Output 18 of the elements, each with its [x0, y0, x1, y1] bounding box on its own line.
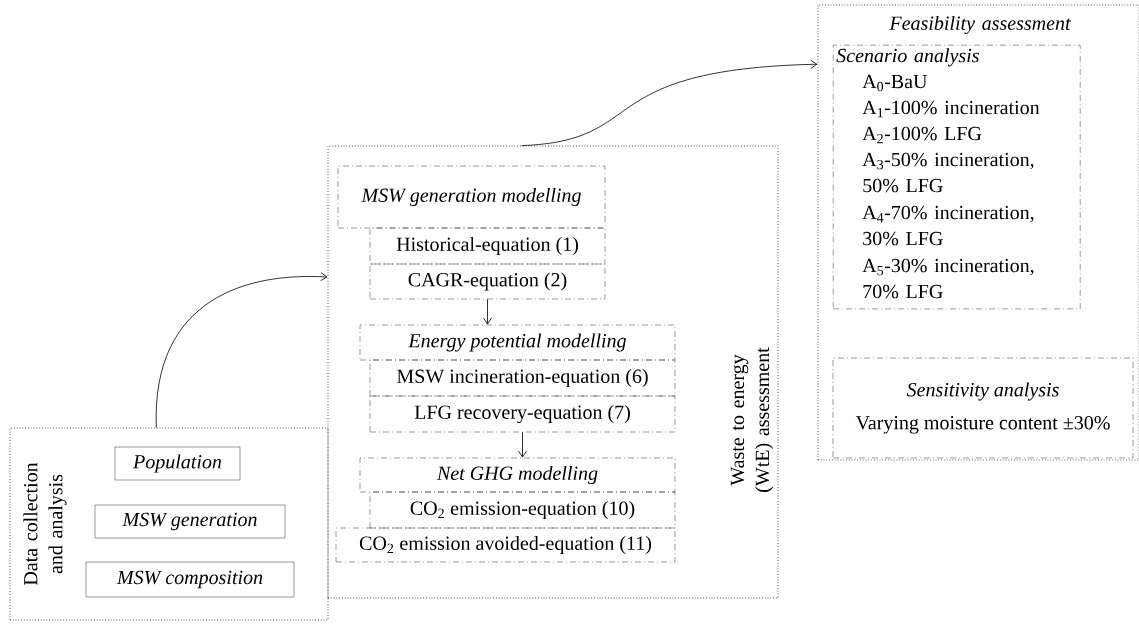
- process-box: MSW incineration-equation (6): [369, 359, 676, 397]
- input-box: MSW composition: [85, 561, 295, 598]
- process-box: Historical-equation (1): [369, 227, 606, 265]
- process-box: CO$_{2}$ emission-equation (10): [369, 491, 676, 529]
- arrow: [518, 431, 527, 458]
- arrow: [483, 298, 492, 325]
- process-box: CO$_{2}$ emission avoided-equation (11): [335, 527, 676, 563]
- process-box: CAGR-equation (2): [369, 263, 606, 300]
- process-box: MSW generation modelling: [337, 165, 606, 229]
- process-box: LFG recovery-equation (7): [369, 395, 676, 433]
- input-box: Population: [114, 446, 241, 481]
- arrow: [521, 59, 818, 146]
- arrow: [155, 272, 328, 428]
- analysis-box: Sensitivity analysis Varying moisture content ±30%: [832, 357, 1134, 459]
- process-box: Energy potential modelling: [359, 324, 676, 361]
- scenario-box: Scenario analysis A$_{0}$-BaU A$_{1}$-100% incineration A$_{2}$-100% LFG A$_{3}$-50% incineration, 50% LFG A$_{4}$-70% incineration, 30% LFG A$_{5}$-30% incineration, 70% LFG: [833, 45, 1081, 310]
- input-box: MSW generation: [94, 504, 286, 539]
- process-box: Net GHG modelling: [359, 457, 676, 493]
